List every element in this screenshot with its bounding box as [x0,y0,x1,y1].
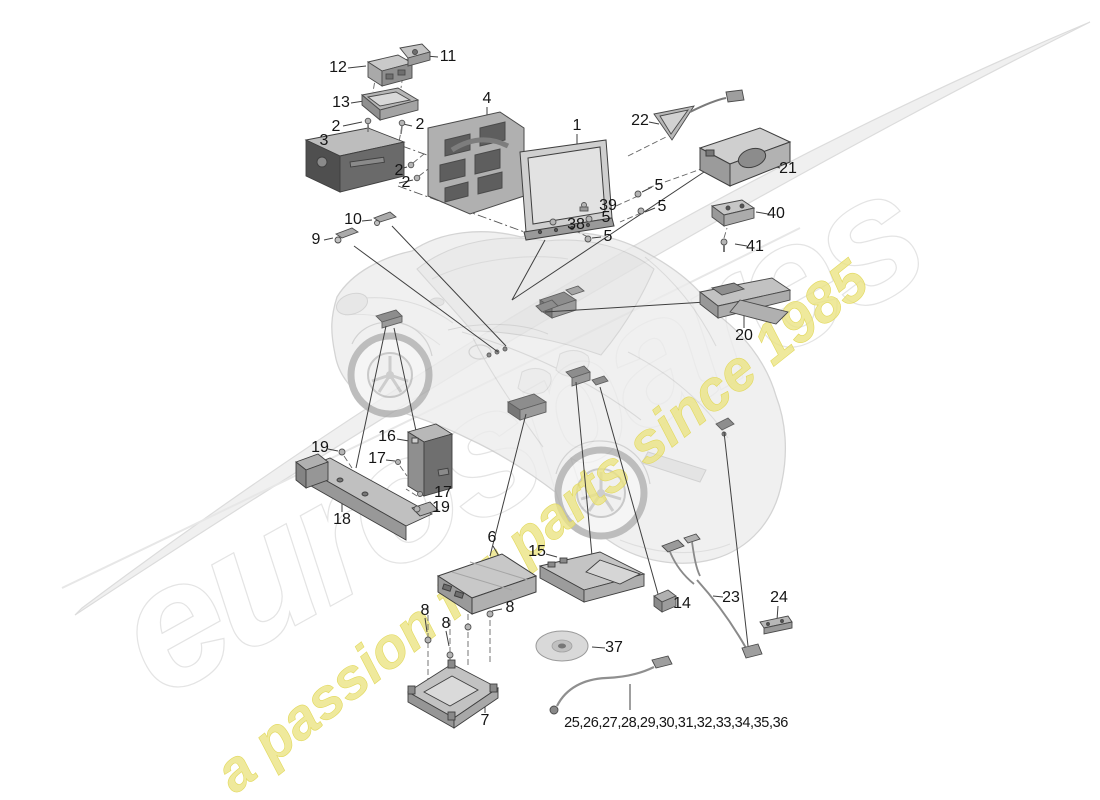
callout-38: 38 [567,216,585,233]
callout-8: 8 [441,615,451,632]
callout-21: 21 [779,160,797,177]
part-3-drawing [304,127,406,193]
callout-2: 2 [415,116,425,133]
callout-5: 5 [657,198,667,215]
callout-39: 39 [599,197,617,214]
part-20-drawing [698,277,792,325]
callout-41: 41 [746,238,764,255]
callout-10: 10 [344,211,362,228]
callout-11: 11 [439,48,457,65]
callout-13: 13 [332,94,350,111]
callout-6: 6 [487,529,497,546]
callout-23: 23 [722,589,740,606]
part-9-drawing [334,227,359,244]
callout-3: 3 [319,132,329,149]
screws [338,117,728,659]
callout-14: 14 [673,595,691,612]
callout-22: 22 [631,112,649,129]
part-1-drawing [519,139,615,241]
part-25-36-cable-drawing [549,655,673,715]
callout-5: 5 [603,228,613,245]
callout-17: 17 [434,484,452,501]
callout-4: 4 [482,90,492,107]
callout-1: 1 [572,117,582,134]
callout-24: 24 [770,589,788,606]
callout-2: 2 [401,174,411,191]
callout-19: 19 [432,499,450,516]
callout-5: 5 [601,209,611,226]
callout-2: 2 [394,162,404,179]
part-7-drawing [407,659,499,729]
callout-12: 12 [329,59,347,76]
part-23-cable-drawing [661,533,763,659]
part-40-drawing [710,199,756,227]
callout-19: 19 [311,439,329,456]
callout-5: 5 [654,177,664,194]
part-13-drawing [360,87,420,121]
callout-37: 37 [605,639,623,656]
callout-25,26,27,28,29,30,31,32,33,34,35,36: 25,26,27,28,29,30,31,32,33,34,35,36 [564,714,788,731]
callout-2: 2 [331,118,341,135]
callout-9: 9 [311,231,321,248]
callout-8: 8 [420,602,430,619]
part-21-drawing [698,127,792,187]
callout-8: 8 [505,599,515,616]
part-14-drawing [653,589,677,613]
callout-40: 40 [767,205,785,222]
callout-20: 20 [735,327,753,344]
part-24-drawing [759,615,793,635]
part-15-drawing [538,551,646,603]
ghost-car [331,231,787,564]
part-37-cd-drawing [535,630,589,662]
part-4-drawing [427,111,525,215]
callout-15: 15 [528,543,546,560]
callout-16: 16 [378,428,396,445]
part-10-drawing [373,211,397,226]
part-16-drawing [406,423,454,497]
callout-18: 18 [333,511,351,528]
part-11-drawing [399,43,431,67]
callout-17: 17 [368,450,386,467]
install-position-markers [375,285,735,437]
part-22-drawing [653,89,745,141]
part-18-drawing [295,453,439,541]
part-6-drawing [436,553,538,615]
callout-7: 7 [480,712,490,729]
